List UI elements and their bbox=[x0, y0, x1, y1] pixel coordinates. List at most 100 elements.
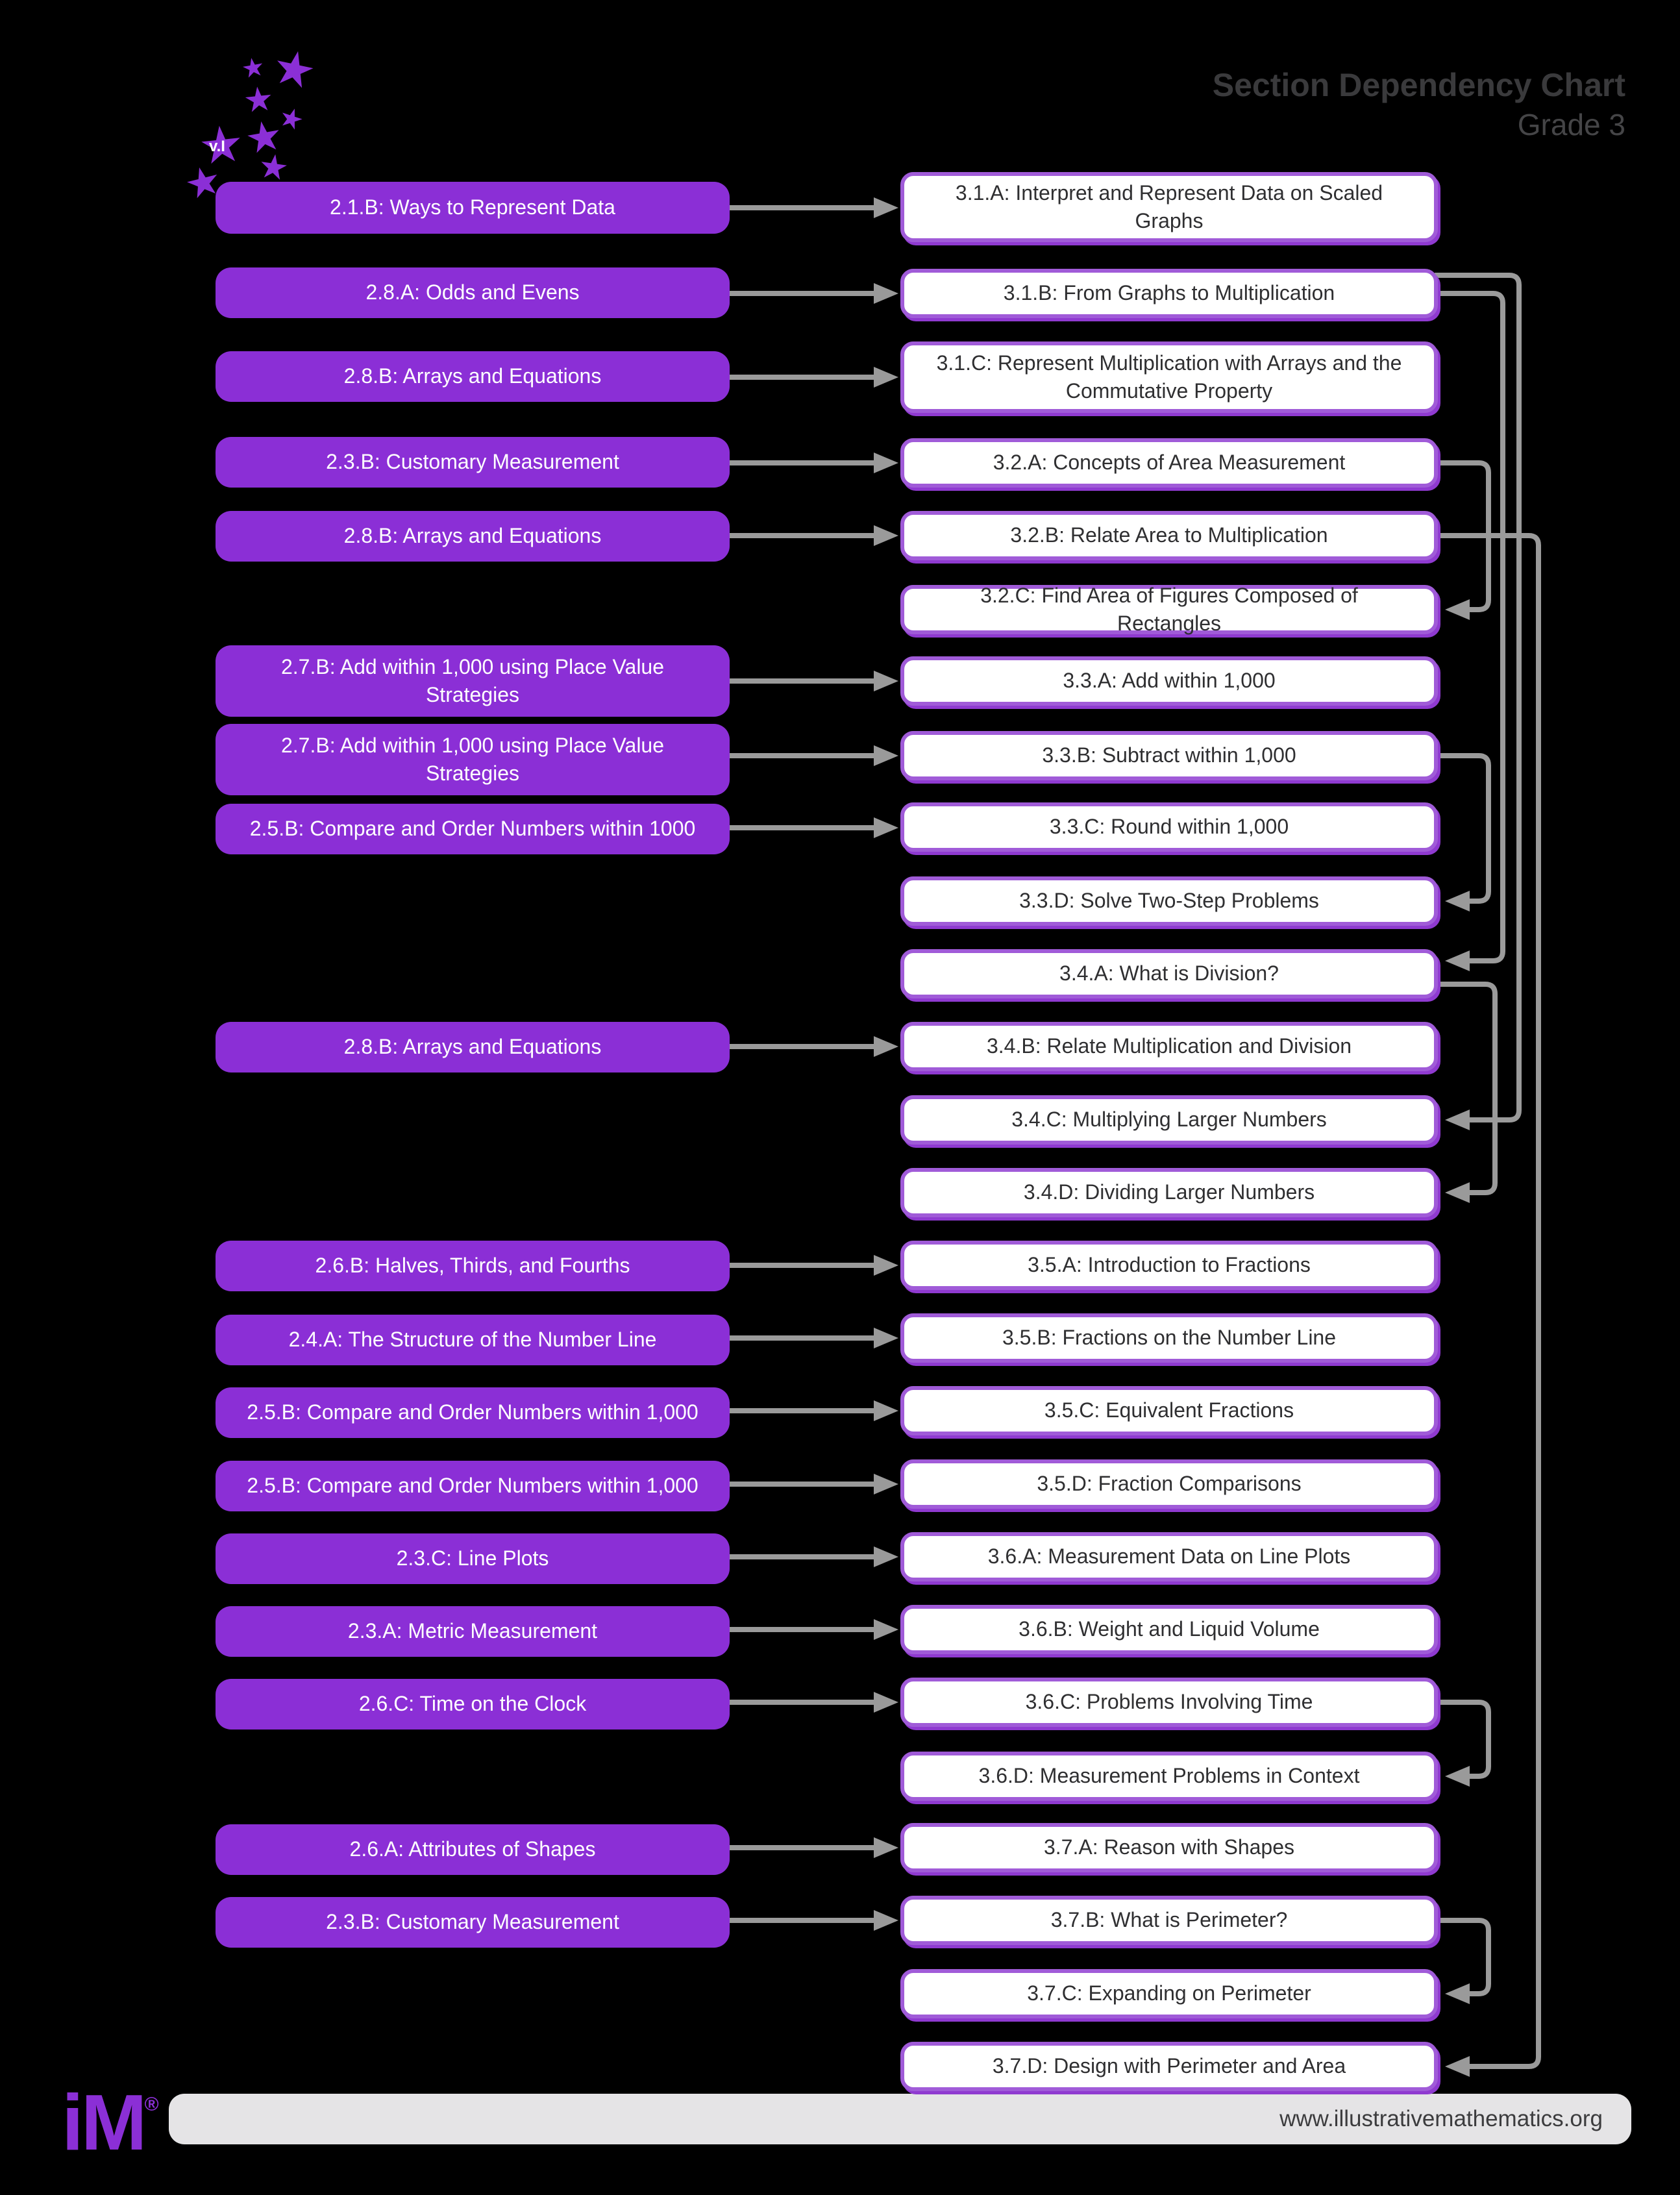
section-label: 2.8.B: Arrays and Equations bbox=[343, 1035, 602, 1059]
loop-arrow-lines bbox=[1435, 273, 1541, 2069]
grade2-section-box: 2.1.B: Ways to Represent Data bbox=[216, 182, 730, 234]
grade3-section-box: 3.1.A: Interpret and Represent Data on S… bbox=[900, 172, 1438, 242]
section-label: 2.6.A: Attributes of Shapes bbox=[349, 1837, 596, 1861]
section-label: 3.7.A: Reason with Shapes bbox=[1043, 1835, 1294, 1859]
grade2-section-box: 2.8.B: Arrays and Equations bbox=[216, 1022, 730, 1073]
grade3-section-box: 3.3.A: Add within 1,000 bbox=[900, 656, 1438, 706]
section-label: 2.3.B: Customary Measurement bbox=[326, 1910, 619, 1934]
registered-trademark-icon: ® bbox=[144, 2094, 159, 2115]
grade2-section-box: 2.5.B: Compare and Order Numbers within … bbox=[216, 1461, 730, 1511]
edge-3.6.C-3.6.D bbox=[1435, 1700, 1491, 1779]
straight-arrow-lines bbox=[730, 205, 875, 1923]
grade3-section-box: 3.5.D: Fraction Comparisons bbox=[900, 1459, 1438, 1509]
section-label: 2.3.A: Metric Measurement bbox=[347, 1619, 598, 1643]
grade3-section-box: 3.3.D: Solve Two-Step Problems bbox=[900, 876, 1438, 926]
edge-3.3.B-3.3.D bbox=[1435, 753, 1491, 904]
grade3-section-box: 3.6.C: Problems Involving Time bbox=[900, 1678, 1438, 1727]
section-label: 3.5.A: Introduction to Fractions bbox=[1028, 1253, 1311, 1277]
grade2-section-box: 2.5.B: Compare and Order Numbers within … bbox=[216, 1387, 730, 1438]
section-label: 2.5.B: Compare and Order Numbers within … bbox=[247, 1474, 698, 1498]
grade3-section-box: 3.6.B: Weight and Liquid Volume bbox=[900, 1605, 1438, 1654]
grade3-section-box: 3.3.B: Subtract within 1,000 bbox=[900, 731, 1438, 780]
grade2-section-box: 2.5.B: Compare and Order Numbers within … bbox=[216, 804, 730, 854]
section-label: 3.4.C: Multiplying Larger Numbers bbox=[1011, 1108, 1327, 1132]
section-label: 3.5.D: Fraction Comparisons bbox=[1037, 1472, 1302, 1496]
section-label: 2.8.B: Arrays and Equations bbox=[343, 524, 602, 548]
section-label: 3.4.A: What is Division? bbox=[1059, 961, 1279, 986]
section-label: 2.6.C: Time on the Clock bbox=[358, 1692, 587, 1716]
star-icon: ★ bbox=[239, 51, 267, 85]
grade3-section-box: 3.1.C: Represent Multiplication with Arr… bbox=[900, 341, 1438, 413]
footer-url: www.illustrativemathematics.org bbox=[1279, 2106, 1603, 2131]
straight-arrow-heads bbox=[874, 197, 898, 1931]
grade3-section-box: 3.5.B: Fractions on the Number Line bbox=[900, 1313, 1438, 1363]
grade3-section-box: 3.4.D: Dividing Larger Numbers bbox=[900, 1168, 1438, 1217]
edge-3.1.B-3.4.C bbox=[1435, 273, 1522, 1122]
grade3-section-box: 3.7.B: What is Perimeter? bbox=[900, 1896, 1438, 1945]
section-label: 3.4.B: Relate Multiplication and Divisio… bbox=[986, 1034, 1352, 1058]
section-label: 2.4.A: The Structure of the Number Line bbox=[288, 1328, 657, 1352]
grade2-section-box: 2.6.A: Attributes of Shapes bbox=[216, 1824, 730, 1875]
grade3-section-box: 3.2.B: Relate Area to Multiplication bbox=[900, 511, 1438, 560]
grade2-section-box: 2.7.B: Add within 1,000 using Place Valu… bbox=[216, 724, 730, 795]
section-label: 3.1.A: Interpret and Represent Data on S… bbox=[955, 180, 1383, 232]
section-label: 3.3.B: Subtract within 1,000 bbox=[1042, 743, 1296, 767]
grade3-section-box: 3.2.C: Find Area of Figures Composed of … bbox=[900, 584, 1438, 635]
section-label: 2.7.B: Add within 1,000 using Place Valu… bbox=[280, 654, 665, 706]
grade2-section-box: 2.3.A: Metric Measurement bbox=[216, 1606, 730, 1657]
footer-bar: www.illustrativemathematics.org bbox=[169, 2094, 1631, 2144]
edge-3.4.A-3.4.D bbox=[1435, 982, 1498, 1195]
page-title: Section Dependency Chart bbox=[1212, 67, 1625, 103]
grade3-section-box: 3.4.A: What is Division? bbox=[900, 949, 1438, 998]
section-label: 2.1.B: Ways to Represent Data bbox=[330, 195, 615, 219]
section-label: 2.8.A: Odds and Evens bbox=[365, 280, 580, 304]
grade3-section-box: 3.7.C: Expanding on Perimeter bbox=[900, 1969, 1438, 2018]
section-label: 3.3.C: Round within 1,000 bbox=[1049, 815, 1289, 839]
section-label: 3.3.D: Solve Two-Step Problems bbox=[1019, 889, 1319, 913]
section-label: 3.1.C: Represent Multiplication with Arr… bbox=[936, 351, 1402, 403]
section-label: 3.3.A: Add within 1,000 bbox=[1063, 669, 1276, 693]
header: Section Dependency Chart Grade 3 bbox=[1213, 68, 1625, 143]
grade2-section-box: 2.8.B: Arrays and Equations bbox=[216, 511, 730, 562]
grade2-section-box: 2.6.C: Time on the Clock bbox=[216, 1679, 730, 1730]
section-label: 3.6.C: Problems Involving Time bbox=[1025, 1690, 1313, 1714]
section-label: 3.7.B: What is Perimeter? bbox=[1050, 1908, 1288, 1932]
section-label: 3.2.A: Concepts of Area Measurement bbox=[993, 451, 1346, 475]
section-label: 3.5.C: Equivalent Fractions bbox=[1044, 1398, 1294, 1422]
loop-arrow-heads bbox=[1445, 599, 1470, 2077]
grade3-section-box: 3.7.A: Reason with Shapes bbox=[900, 1823, 1438, 1872]
section-label: 3.6.A: Measurement Data on Line Plots bbox=[987, 1544, 1351, 1569]
grade3-section-box: 3.3.C: Round within 1,000 bbox=[900, 802, 1438, 852]
grade3-section-box: 3.6.A: Measurement Data on Line Plots bbox=[900, 1532, 1438, 1581]
section-label: 3.2.B: Relate Area to Multiplication bbox=[1010, 523, 1328, 547]
section-label: 3.1.B: From Graphs to Multiplication bbox=[1003, 281, 1335, 305]
section-label: 3.4.D: Dividing Larger Numbers bbox=[1023, 1180, 1315, 1204]
grade3-section-box: 3.4.B: Relate Multiplication and Divisio… bbox=[900, 1022, 1438, 1071]
im-wordmark-logo: iM® bbox=[62, 2083, 159, 2162]
section-label: 2.5.B: Compare and Order Numbers within … bbox=[247, 1400, 698, 1424]
section-label: 3.2.C: Find Area of Figures Composed of … bbox=[980, 583, 1358, 635]
star-icon: ★ bbox=[256, 146, 291, 189]
section-label: 3.6.D: Measurement Problems in Context bbox=[978, 1764, 1360, 1788]
im-wordmark-text: iM bbox=[62, 2078, 147, 2166]
grade2-section-box: 2.7.B: Add within 1,000 using Place Valu… bbox=[216, 645, 730, 717]
section-label: 2.7.B: Add within 1,000 using Place Valu… bbox=[280, 733, 665, 785]
edge-3.1.B-3.4.A bbox=[1435, 291, 1505, 963]
grade2-section-box: 2.3.B: Customary Measurement bbox=[216, 437, 730, 488]
edge-3.7.B-3.7.C bbox=[1435, 1918, 1491, 1996]
grade2-section-box: 2.6.B: Halves, Thirds, and Fourths bbox=[216, 1241, 730, 1291]
section-label: 2.3.B: Customary Measurement bbox=[326, 450, 619, 474]
section-label: 3.7.D: Design with Perimeter and Area bbox=[992, 2054, 1346, 2078]
page-subtitle: Grade 3 bbox=[1517, 108, 1625, 142]
edge-3.2.B-3.7.D bbox=[1435, 533, 1541, 2069]
section-label: 2.8.B: Arrays and Equations bbox=[343, 364, 602, 388]
section-label: 3.5.B: Fractions on the Number Line bbox=[1002, 1326, 1337, 1350]
grade3-section-box: 3.5.A: Introduction to Fractions bbox=[900, 1241, 1438, 1290]
section-label: 2.3.C: Line Plots bbox=[396, 1546, 549, 1570]
grade2-section-box: 2.4.A: The Structure of the Number Line bbox=[216, 1315, 730, 1365]
grade2-section-box: 2.8.B: Arrays and Equations bbox=[216, 351, 730, 402]
section-label: 3.7.C: Expanding on Perimeter bbox=[1027, 1981, 1311, 2005]
grade2-section-box: 2.3.B: Customary Measurement bbox=[216, 1897, 730, 1948]
